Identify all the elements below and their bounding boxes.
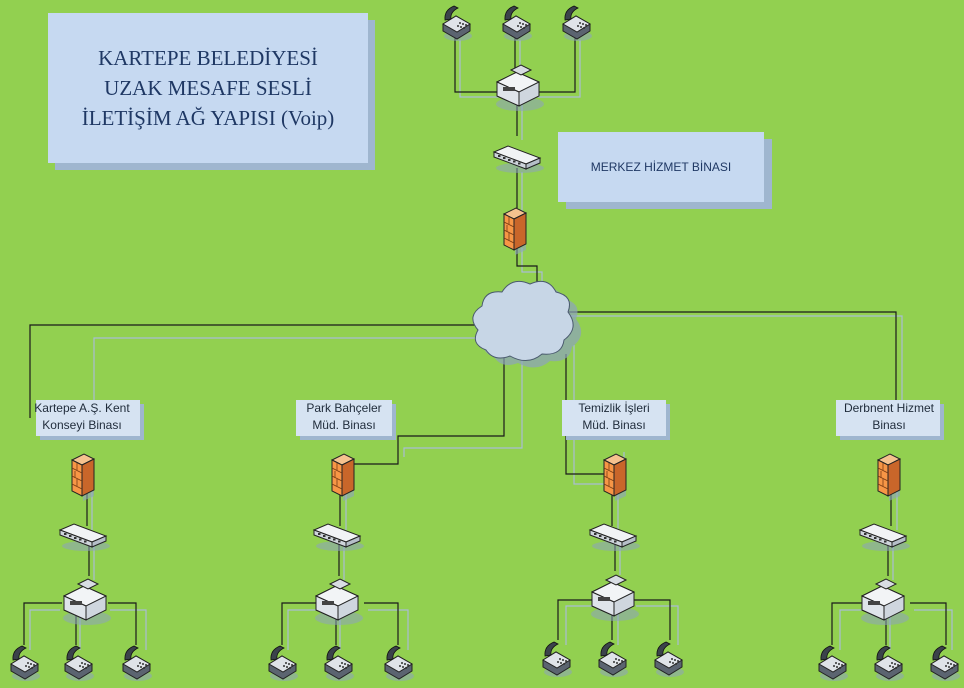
diagram-title-box: KARTEPE BELEDİYESİ UZAK MESAFE SESLİ İLE…	[48, 13, 368, 163]
cloud-icon	[472, 280, 582, 368]
branch-1-label: Kartepe A.Ş. Kent Konseyi Binası	[34, 401, 130, 432]
branch-4-label: Derbnent Hizmet Binası	[843, 401, 935, 432]
branch-2-label-bg	[296, 400, 392, 436]
branch-4-label-bg	[836, 400, 940, 436]
headquarters-label-box: MERKEZ HİZMET BİNASI	[558, 132, 764, 202]
branch-3-label: Temizlik İşleri Müd. Binası	[578, 401, 650, 432]
diagram-title: KARTEPE BELEDİYESİ UZAK MESAFE SESLİ İLE…	[81, 46, 335, 130]
headquarters-label: MERKEZ HİZMET BİNASI	[590, 160, 732, 174]
branch-1-label-bg	[36, 400, 140, 436]
branch-2-label: Park Bahçeler Müd. Binası	[306, 401, 382, 432]
branch-3-label-bg	[562, 400, 666, 436]
